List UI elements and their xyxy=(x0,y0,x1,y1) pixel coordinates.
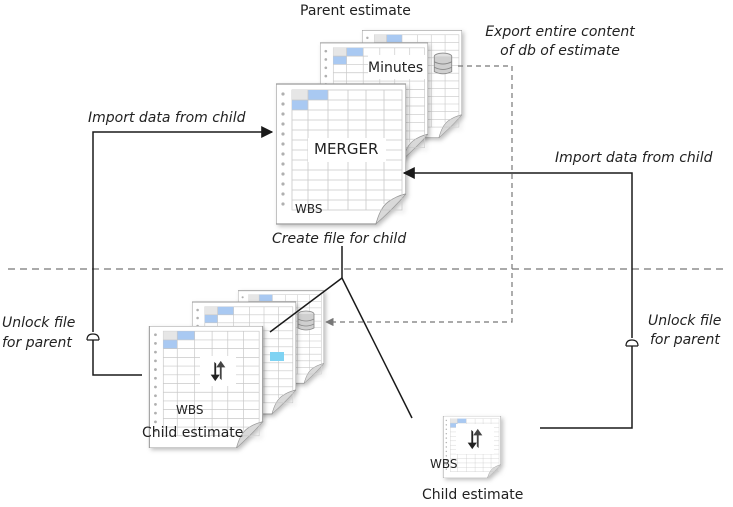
import-right-arrow xyxy=(404,173,633,429)
cyan-cell xyxy=(270,352,284,361)
minutes-label: Minutes xyxy=(368,60,424,76)
right-child-wbs-label: WBS xyxy=(430,457,458,471)
import-right-label: Import data from child xyxy=(555,150,713,166)
database-icon xyxy=(433,52,453,75)
left-child-document-stack xyxy=(148,290,324,448)
unlock-right-label-1: Unlock file xyxy=(648,313,722,329)
parent-wbs-label: WBS xyxy=(295,202,323,216)
sync-backdrop xyxy=(200,356,236,386)
child-estimate-right-label: Child estimate xyxy=(422,487,524,503)
minutes-backdrop xyxy=(368,55,426,79)
merger-label: MERGER xyxy=(314,140,379,158)
parent-estimate-label: Parent estimate xyxy=(300,3,411,19)
database-icon xyxy=(297,310,315,331)
parent-document-stack xyxy=(276,30,462,225)
import-left-arrow xyxy=(92,132,272,376)
unlock-left-label-1: Unlock file xyxy=(2,315,76,331)
create-file-line-left xyxy=(269,277,343,333)
unlock-left-label-2: for parent xyxy=(2,335,72,351)
export-label-line2: of db of estimate xyxy=(500,43,620,59)
merger-backdrop xyxy=(308,138,386,162)
left-child-wbs-label: WBS xyxy=(176,403,204,417)
right-child-document xyxy=(442,416,502,478)
child-estimate-left-label: Child estimate xyxy=(142,425,244,441)
export-label-line1: Export entire content xyxy=(485,24,635,40)
sync-backdrop xyxy=(456,424,494,454)
unlock-left-marker xyxy=(86,333,100,341)
import-left-label: Import data from child xyxy=(88,110,246,126)
unlock-right-marker xyxy=(625,339,639,347)
create-file-line-right xyxy=(341,277,413,419)
create-file-label: Create file for child xyxy=(272,231,407,247)
unlock-right-label-2: for parent xyxy=(650,332,720,348)
export-dashed-arrow xyxy=(325,65,513,327)
